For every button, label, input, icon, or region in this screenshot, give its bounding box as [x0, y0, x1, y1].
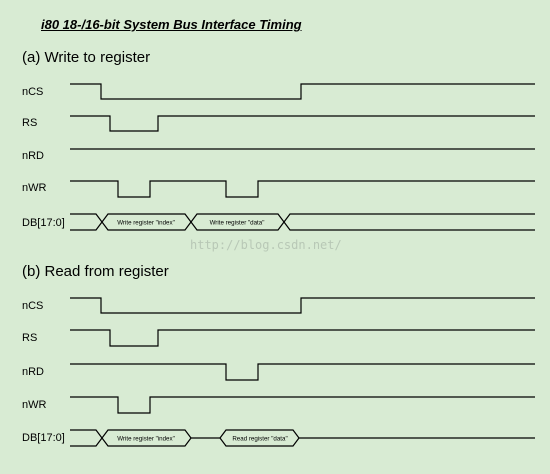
read-db-waveform [70, 429, 535, 447]
read-bus-label-data: Read register "data" [232, 436, 287, 443]
watermark: http://blog.csdn.net/ [190, 238, 342, 252]
read-nwr-waveform [70, 396, 535, 414]
write-ncs-waveform [70, 83, 535, 100]
write-rs-waveform [70, 115, 535, 132]
write-bus-label-data: Write register "data" [210, 220, 265, 227]
diagram-title: i80 18-/16-bit System Bus Interface Timi… [41, 17, 302, 32]
read-label-db: DB[17:0] [22, 432, 65, 444]
read-label-nrd: nRD [22, 366, 44, 378]
write-db-waveform [70, 213, 535, 231]
read-label-ncs: nCS [22, 300, 43, 312]
read-bus-label-index: Write register "index" [117, 436, 175, 443]
read-nrd-waveform [70, 363, 535, 381]
write-nwr-waveform [70, 180, 535, 198]
read-label-nwr: nWR [22, 399, 47, 411]
read-section-heading: (b) Read from register [22, 263, 169, 280]
write-label-rs: RS [22, 117, 37, 129]
write-label-nrd: nRD [22, 150, 44, 162]
write-section-heading: (a) Write to register [22, 49, 151, 66]
read-label-rs: RS [22, 332, 37, 344]
read-rs-waveform [70, 329, 535, 347]
write-label-ncs: nCS [22, 86, 43, 98]
read-ncs-waveform [70, 297, 535, 314]
write-label-db: DB[17:0] [22, 217, 65, 229]
write-label-nwr: nWR [22, 182, 47, 194]
write-bus-label-index: Write register "index" [117, 220, 175, 227]
